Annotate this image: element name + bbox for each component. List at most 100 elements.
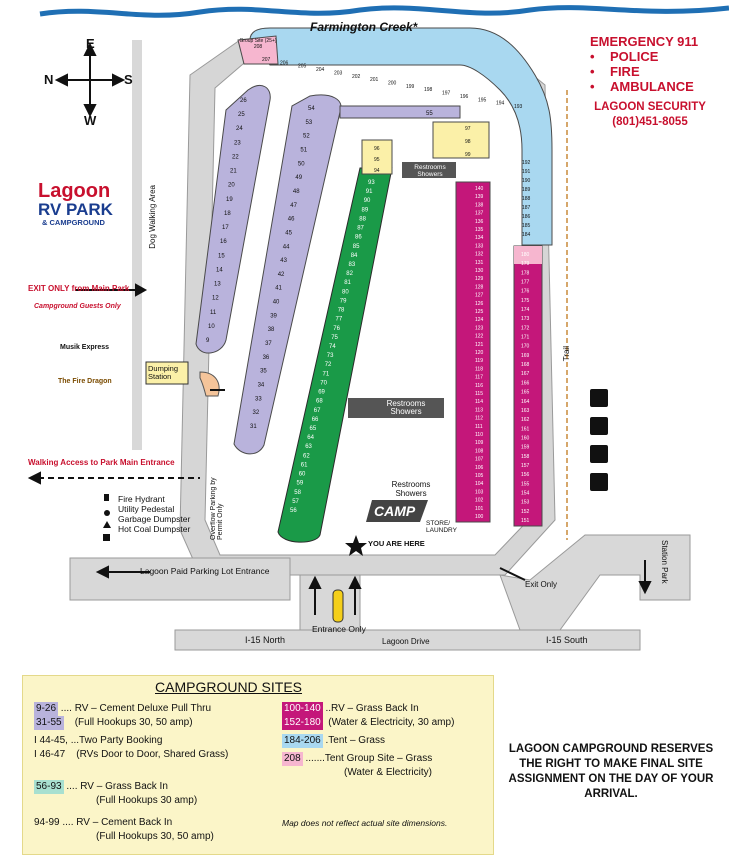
site-number: 194 [496, 101, 505, 107]
site-number: 43 [280, 258, 287, 264]
emergency-info: EMERGENCY 911 POLICE FIRE AMBULANCE [590, 34, 698, 94]
site-number: 65 [310, 426, 317, 432]
entrance-yellow-bar [332, 589, 344, 623]
site-number: 31 [250, 424, 257, 430]
walking-access-label: Walking Access to Park Main Entrance [28, 458, 175, 467]
group-site-208 [237, 35, 279, 65]
trail-label: Trail [562, 346, 571, 362]
site-number: 17 [222, 225, 229, 231]
legend-left-column: 9-26 .... RV – Cement Deluxe Pull Thru 3… [34, 702, 284, 844]
site-number: 81 [344, 280, 351, 286]
site-number: 118 [475, 366, 483, 372]
compass-rose [54, 42, 126, 118]
site-number: 88 [359, 216, 366, 222]
purple-island-left [195, 85, 271, 354]
restroom-box [348, 398, 444, 418]
site-number: 132 [475, 252, 484, 258]
site-number: 78 [338, 308, 345, 314]
site-number: 69 [318, 390, 325, 396]
legend-row: 184-206 .Tent – Grass [282, 734, 385, 748]
compass-n: E [86, 36, 95, 51]
site-number: 42 [278, 272, 285, 278]
legend-code: 208 [282, 752, 303, 766]
brand-logo: Lagoon RV PARK & CAMPGROUND [18, 180, 128, 227]
green-island [277, 167, 393, 543]
site-number: 110 [475, 432, 483, 438]
site-number: 33 [255, 396, 262, 402]
site-assignment-notice: LAGOON CAMPGROUND RESERVES THE RIGHT TO … [508, 743, 714, 800]
site-number: 16 [220, 239, 227, 245]
site-number: 192 [522, 160, 531, 166]
site-number: 107 [475, 457, 484, 463]
site-number: 99 [465, 152, 471, 158]
site-number: 63 [305, 444, 312, 450]
legend-code: 94-99 [34, 817, 60, 828]
site-number: 10 [208, 324, 215, 330]
site-number: 75 [331, 335, 338, 341]
site-number: 82 [346, 271, 353, 277]
legend-row: 94-99 .... RV – Cement Back In [34, 817, 173, 828]
site-number: 87 [357, 226, 364, 232]
restroom-box-top [402, 162, 456, 178]
magenta-column-right [513, 245, 543, 527]
site-number: 162 [521, 417, 530, 423]
restrooms-top: Restrooms Showers [414, 164, 446, 178]
site-number: 117 [475, 375, 483, 381]
site-number: 83 [349, 262, 356, 268]
garbage-dumpster-icon [103, 521, 111, 528]
emergency-item: AMBULANCE [590, 79, 698, 94]
emergency-title: EMERGENCY 911 [590, 34, 699, 49]
site-number: 116 [475, 383, 483, 389]
legend-row: I 46-47 (RVs Door to Door, Shared Grass) [34, 749, 229, 760]
security-info: LAGOON SECURITY (801)451-8055 [590, 100, 710, 130]
creek-label: Farmington Creek* [310, 20, 418, 34]
site-number: 48 [293, 189, 300, 195]
entrance-only-label: Entrance Only [312, 624, 366, 634]
site-number: 163 [521, 408, 530, 414]
parking-entrance-label: Lagoon Paid Parking Lot Entrance [140, 566, 270, 576]
site-number: 185 [522, 223, 531, 229]
legend-code: 100-140 [282, 702, 323, 716]
site-number: 9 [206, 338, 210, 344]
emergency-item: POLICE [590, 49, 698, 64]
site-number: 207 [262, 57, 271, 63]
site-number: 46 [288, 217, 295, 223]
site-number: 68 [316, 399, 323, 405]
site-number: 188 [522, 196, 531, 202]
site-number: 127 [475, 293, 484, 299]
brand-line3: & CAMPGROUND [42, 218, 105, 227]
site-number: 96 [374, 146, 380, 152]
site-number: 135 [475, 227, 484, 233]
site-number: 106 [475, 465, 484, 471]
site-number: 85 [353, 244, 360, 250]
legend-row: (Water & Electricity) [344, 767, 432, 778]
site-number: 176 [521, 289, 530, 295]
pink-strip [514, 246, 542, 264]
site-number: 93 [368, 180, 375, 186]
store-laundry: STORE/ LAUNDRY [426, 520, 457, 534]
site-number: 133 [475, 243, 484, 249]
site-number: 137 [475, 211, 484, 217]
key-utility-pedestal: Utility Pedestal [118, 504, 175, 514]
parking-lot-road [69, 557, 291, 601]
site-number: 123 [475, 325, 484, 331]
guests-only: Campground Guests Only [34, 303, 121, 310]
site-number: 108 [475, 448, 484, 454]
site-number: 72 [325, 362, 332, 368]
site-number: 206 [280, 60, 289, 66]
utility-pedestal-icon [104, 510, 110, 516]
legend-desc: (Water & Electricity, 30 amp) [328, 717, 455, 728]
compass-left: N [44, 72, 54, 87]
legend-desc: RV – Cement Deluxe Pull Thru [74, 703, 212, 714]
site-number: 122 [475, 334, 484, 340]
legend-row: I 44-45, ...Two Party Booking [34, 735, 163, 746]
site-number: 76 [333, 326, 340, 332]
site-number: 204 [316, 67, 325, 73]
group-site-label: Group Site (25+) 208 [239, 38, 277, 50]
creek [39, 5, 729, 18]
site-number: 179 [521, 261, 530, 267]
site-number: 201 [370, 77, 379, 83]
site-number: 73 [327, 353, 334, 359]
road-lagoon-drive: Lagoon Drive [382, 637, 430, 646]
site-number: 109 [475, 440, 484, 446]
